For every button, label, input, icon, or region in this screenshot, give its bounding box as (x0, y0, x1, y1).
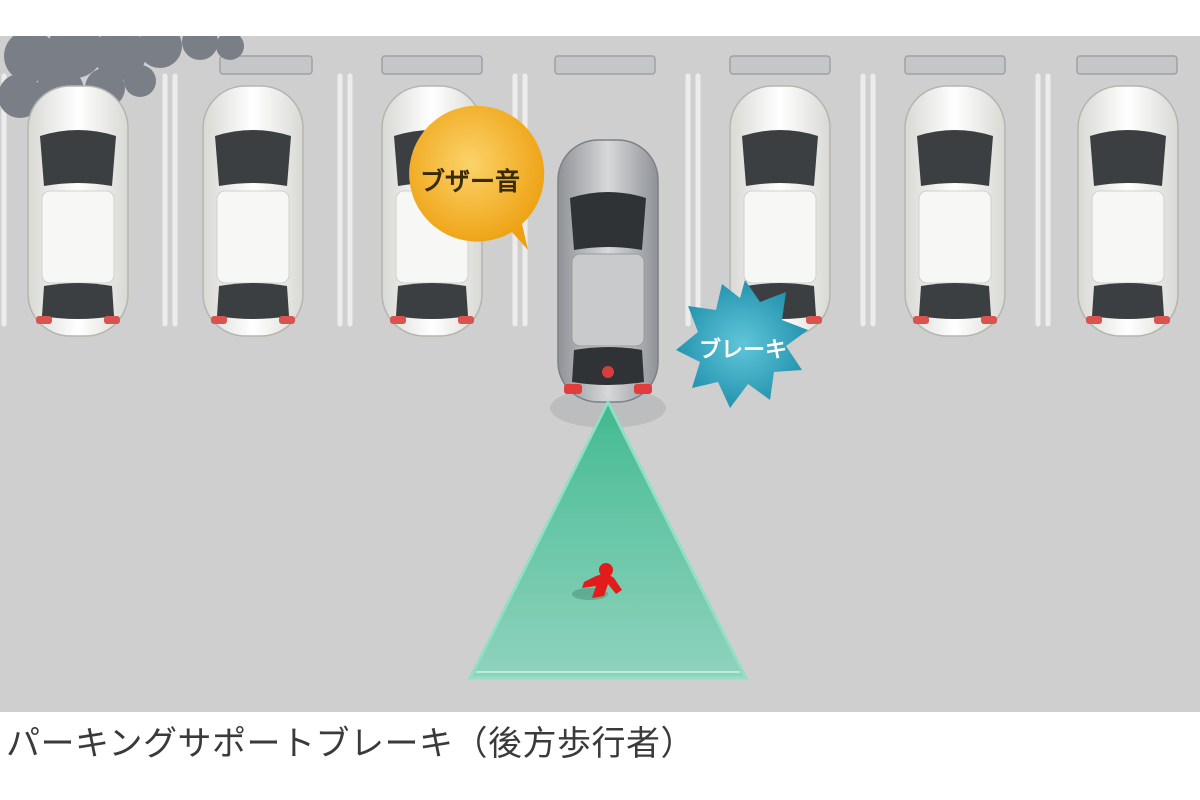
buzzer-bubble-icon (409, 105, 545, 250)
curb-stops (219, 55, 1178, 75)
white-car-1 (27, 85, 129, 337)
parking-lot-illustration (0, 36, 1179, 680)
brake-label: ブレーキ (698, 338, 787, 363)
white-car-5 (904, 85, 1006, 337)
reversing-car (550, 139, 666, 428)
white-car-6 (1077, 85, 1179, 337)
white-car-4 (729, 85, 831, 337)
parked-cars (27, 85, 1179, 337)
brake-burst-icon (676, 280, 808, 408)
sensor-zone (467, 398, 749, 680)
parking-scene: ブザー音 ブレーキ (0, 36, 1200, 712)
caption: パーキングサポートブレーキ（後方歩行者） (6, 724, 695, 764)
pedestrian-icon (572, 563, 622, 600)
white-car-2 (202, 85, 304, 337)
buzzer-label: ブザー音 (419, 167, 520, 196)
